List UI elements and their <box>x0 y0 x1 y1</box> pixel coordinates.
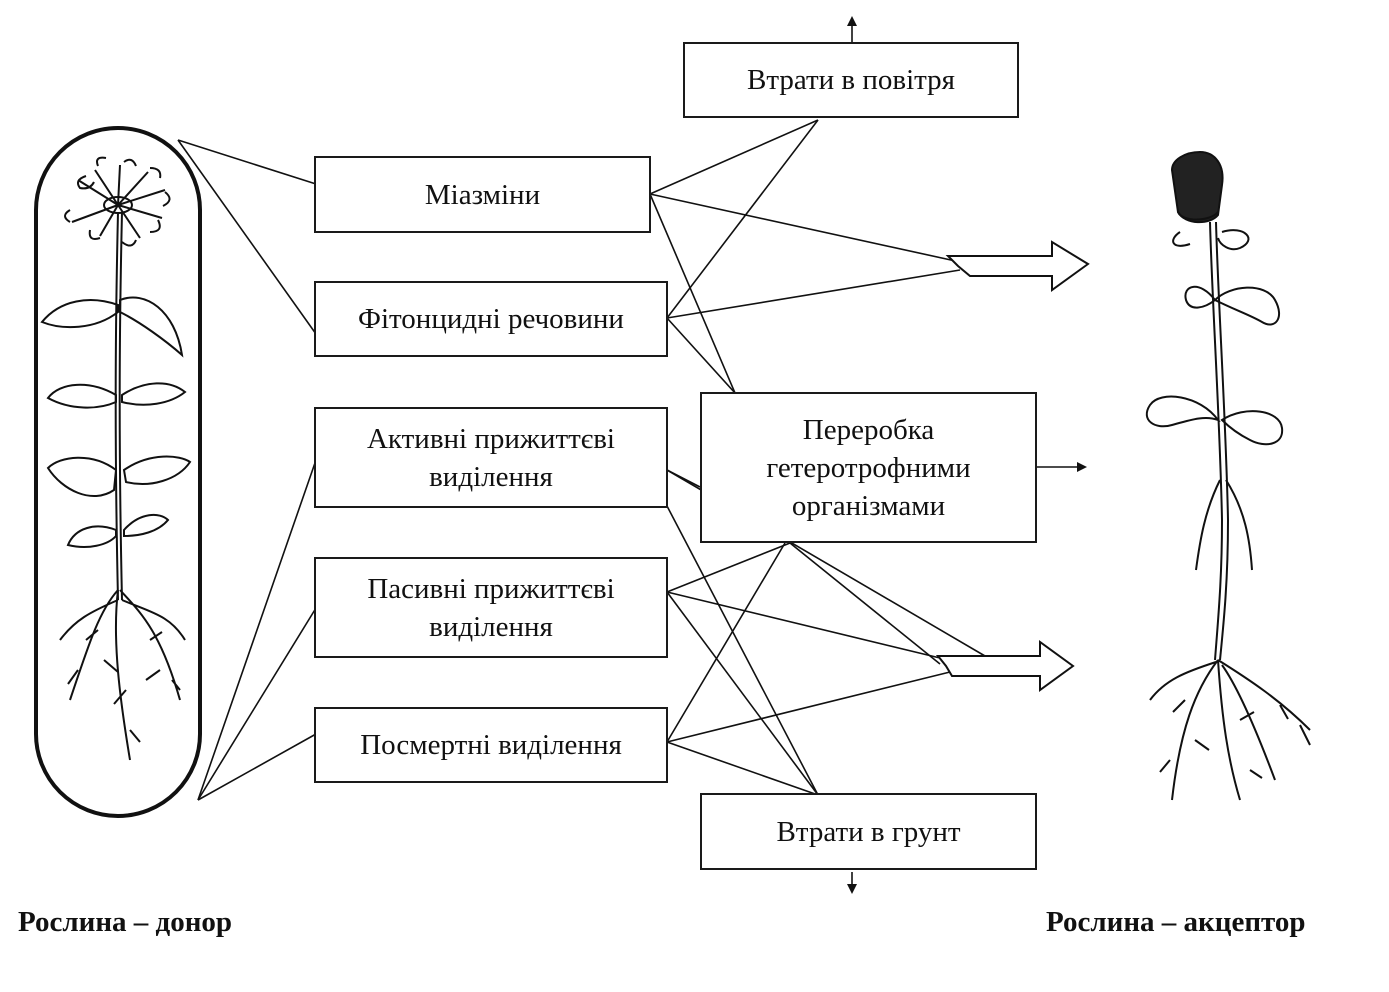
active-secretions-box: Активні прижиттєві виділення <box>314 407 668 508</box>
acceptor-plant-icon <box>1145 150 1311 801</box>
processing-box: Переробка гетеротрофними організмами <box>700 392 1037 543</box>
connector-lines <box>177 16 1087 894</box>
phytoncides-box: Фітонцидні речовини <box>314 281 668 357</box>
postmortem-secretions-box: Посмертні виділення <box>314 707 668 783</box>
miasmins-box: Міазміни <box>314 156 651 233</box>
donor-caption: Рослина – донор <box>18 906 233 938</box>
big-arrow-icon <box>945 240 1090 292</box>
donor-plant-icon <box>34 126 202 818</box>
passive-secretions-box: Пасивні прижиттєві виділення <box>314 557 668 658</box>
big-arrow-icon-lower <box>935 640 1075 692</box>
acceptor-caption: Рослина – акцептор <box>1046 906 1306 938</box>
soil-loss-box: Втрати в грунт <box>700 793 1037 870</box>
air-loss-box: Втрати в повітря <box>683 42 1019 118</box>
